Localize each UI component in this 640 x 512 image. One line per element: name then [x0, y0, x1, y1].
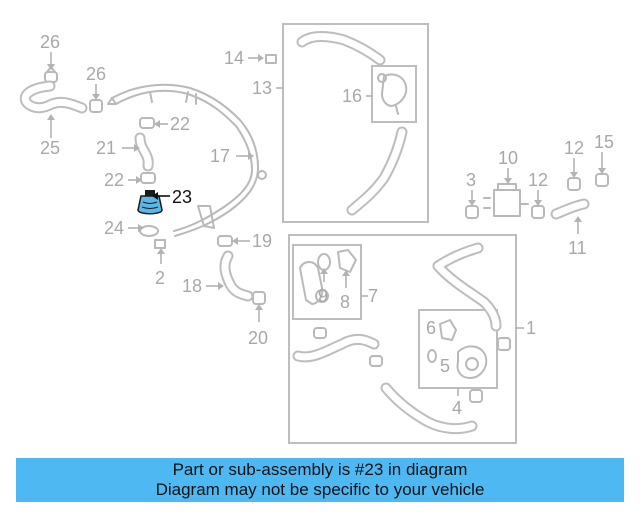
banner-line-2: Diagram may not be specific to your vehi… — [155, 480, 485, 499]
hose-part-13 — [296, 31, 408, 216]
info-banner: Part or sub-assembly is #23 in diagram D… — [16, 458, 624, 502]
label-9: 9 — [318, 286, 328, 306]
hose-part-18 — [219, 250, 254, 302]
label-5: 5 — [440, 356, 450, 376]
label-26b: 26 — [86, 64, 106, 84]
label-10: 10 — [498, 148, 518, 168]
clip-part-15 — [595, 173, 609, 187]
pipe-part-1 — [432, 242, 511, 351]
clip-part-26b — [89, 99, 103, 113]
gasket-part-6 — [427, 319, 457, 363]
clip-part-20 — [252, 291, 266, 305]
group-box-13 — [282, 23, 429, 223]
group-box-7 — [292, 244, 362, 320]
part-5-housing — [456, 345, 488, 379]
label-23: 23 — [172, 187, 192, 207]
callout-labels: 26 26 25 22 21 17 22 23 24 2 19 18 20 14… — [40, 32, 614, 418]
clip-part-12a — [531, 205, 545, 219]
label-14: 14 — [224, 48, 244, 68]
pipe-part-17 — [107, 83, 267, 237]
label-12b: 12 — [564, 138, 584, 158]
hose-part-25 — [19, 80, 88, 114]
clip-part-19 — [217, 235, 233, 247]
label-20: 20 — [248, 328, 268, 348]
label-13: 13 — [252, 78, 272, 98]
oring-part-9 — [317, 253, 331, 271]
label-6: 6 — [426, 318, 436, 338]
label-22b: 22 — [104, 170, 124, 190]
label-17: 17 — [210, 146, 230, 166]
parts-diagram: 26 26 25 22 21 17 22 23 24 2 19 18 20 14… — [19, 23, 614, 444]
label-12a: 12 — [528, 170, 548, 190]
part-23-highlighted — [137, 190, 163, 215]
label-3: 3 — [466, 170, 476, 190]
label-22a: 22 — [170, 114, 190, 134]
label-25: 25 — [40, 138, 60, 158]
group-box-1 — [288, 234, 517, 444]
label-4: 4 — [452, 398, 462, 418]
label-16: 16 — [342, 86, 362, 106]
hose-part-11 — [550, 198, 590, 220]
clip-part-14 — [265, 54, 277, 64]
label-2: 2 — [155, 268, 165, 288]
label-21: 21 — [96, 138, 116, 158]
label-15: 15 — [594, 132, 614, 152]
label-19: 19 — [252, 231, 272, 251]
group-box-16 — [371, 65, 417, 123]
oring-part-24 — [139, 225, 159, 237]
label-24: 24 — [104, 218, 124, 238]
hose-part-lower-left — [292, 327, 383, 367]
label-7: 7 — [368, 286, 378, 306]
label-1: 1 — [526, 318, 536, 338]
leader-lines — [47, 52, 606, 396]
hose-part-21 — [134, 132, 154, 172]
clip-part-22a — [139, 117, 155, 129]
gasket-part-8 — [337, 249, 357, 273]
label-11: 11 — [568, 238, 587, 258]
clip-part-22b — [140, 172, 156, 184]
clip-part-3 — [465, 205, 479, 219]
part-10-housing — [483, 183, 529, 217]
label-26a: 26 — [40, 32, 60, 52]
label-8: 8 — [340, 292, 350, 312]
part-2 — [154, 239, 166, 249]
part-16-housing — [377, 73, 408, 115]
clip-part-12b — [567, 177, 581, 191]
banner-line-1: Part or sub-assembly is #23 in diagram — [172, 460, 468, 479]
hose-part-4 — [380, 382, 483, 435]
part-7-housing — [299, 261, 329, 305]
label-18: 18 — [182, 276, 202, 296]
